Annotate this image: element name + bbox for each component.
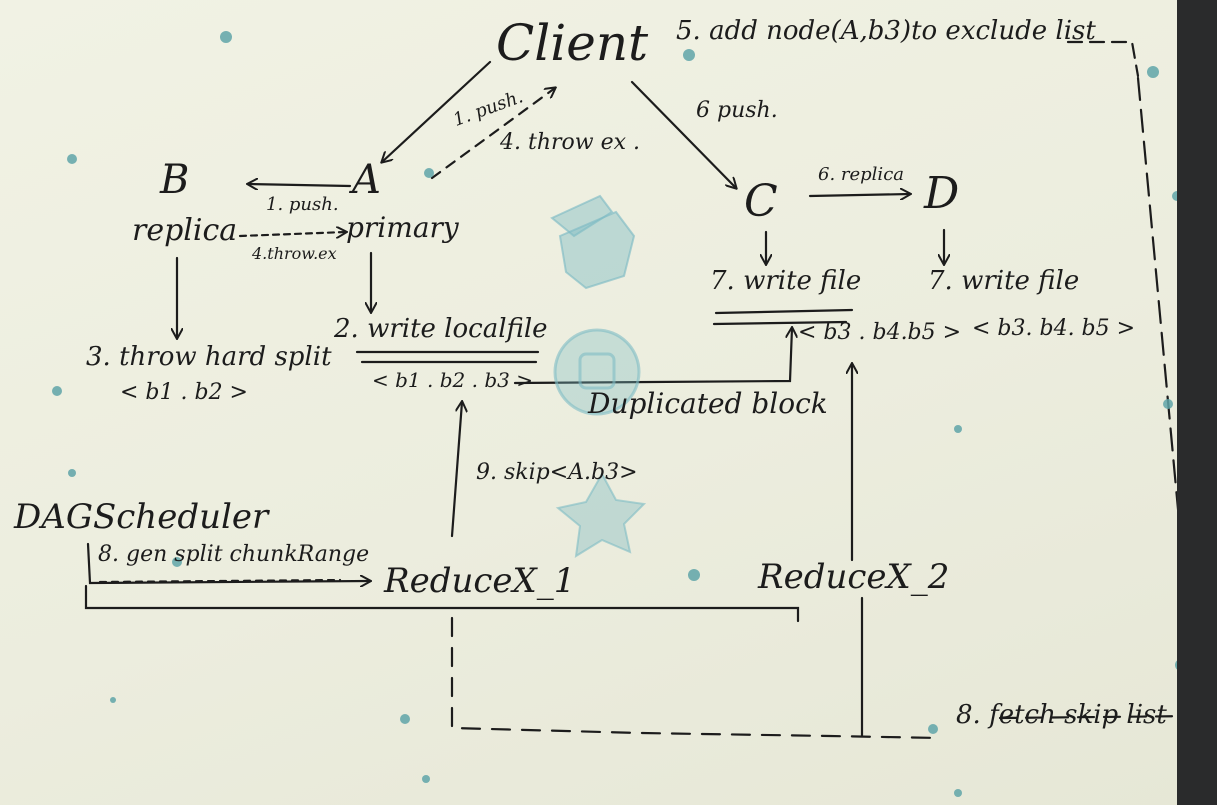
label-blocks-d: < b3. b4. b5 > (972, 316, 1136, 341)
dot (954, 789, 962, 797)
node-client: Client (496, 14, 649, 72)
node-dag-scheduler: DAGScheduler (14, 497, 269, 537)
label-gen-split: 8. gen split chunkRange (98, 542, 370, 567)
background-dark-edge (1177, 0, 1217, 805)
watermark-star-mascot (555, 471, 647, 558)
dot (688, 569, 700, 581)
label-hard-split-blocks: < b1 . b2 > (120, 380, 248, 405)
node-b: B (160, 157, 190, 203)
arrow-b-to-a-dashed (238, 232, 346, 236)
dot (400, 714, 410, 724)
dot (1163, 399, 1173, 409)
label-write-localfile: 2. write localfile (334, 314, 548, 344)
node-b-role: replica (132, 213, 238, 248)
arrow-dag-to-r2 (84, 584, 800, 623)
dot (52, 386, 62, 396)
arrow-client-to-a (382, 60, 492, 162)
label-throw-ab: 4.throw.ex (252, 244, 337, 263)
arrow-c-to-d (808, 194, 910, 196)
dot (683, 49, 695, 61)
line-to-exclude-list (1066, 40, 1140, 78)
dot (110, 697, 116, 703)
dot (67, 154, 77, 164)
watermark-badge (553, 328, 641, 416)
dot (220, 31, 232, 43)
arrow-skip-up (450, 402, 462, 538)
dot (954, 425, 962, 433)
label-blocks-c: < b3 . b4.b5 > (798, 320, 962, 345)
label-write-file-c: 7. write file (710, 266, 862, 296)
node-c: C (744, 176, 778, 227)
label-fetch-skip-list: 8. fetch skip list (956, 700, 1167, 730)
node-reduce-2: ReduceX_2 (758, 557, 950, 597)
label-blocks-a: < b1 . b2 . b3 > (372, 368, 533, 392)
label-throw-ex: 4. throw ex . (500, 130, 640, 155)
arrow-client-to-c (630, 80, 736, 188)
arrow-a-to-client-dashed (430, 88, 555, 180)
label-write-file-d: 7. write file (928, 266, 1080, 296)
node-a-role: primary (346, 211, 459, 244)
dot (1147, 66, 1159, 78)
underline-c-2 (712, 320, 848, 326)
fetch-skip-loop (450, 616, 942, 740)
label-exclude-list: 5. add node(A,b3)to exclude list (676, 16, 1096, 46)
label-duplicated-block: Duplicated block (588, 387, 828, 420)
label-push-c: 6 push. (696, 98, 778, 123)
label-hard-split: 3. throw hard split (86, 342, 332, 372)
arrow-a-to-b (248, 184, 352, 186)
label-skip: 9. skip<A.b3> (476, 460, 638, 485)
watermark-cap-mascot (550, 194, 636, 290)
label-replica-cd: 6. replica (818, 164, 905, 185)
duplicated-block-link (513, 328, 792, 385)
underline-c-1 (714, 308, 854, 315)
node-reduce-1: ReduceX_1 (384, 561, 576, 601)
dot (424, 168, 434, 178)
label-push-ab: 1. push. (266, 194, 339, 215)
node-d: D (924, 168, 960, 219)
arrow-dag-to-r1 (86, 542, 370, 583)
fetch-skip-bottom (998, 714, 1200, 720)
dot (172, 557, 182, 567)
dot (928, 724, 938, 734)
node-a: A (352, 157, 381, 203)
dot (422, 775, 430, 783)
dag-dashed-underline (98, 578, 342, 584)
dot (68, 469, 76, 477)
